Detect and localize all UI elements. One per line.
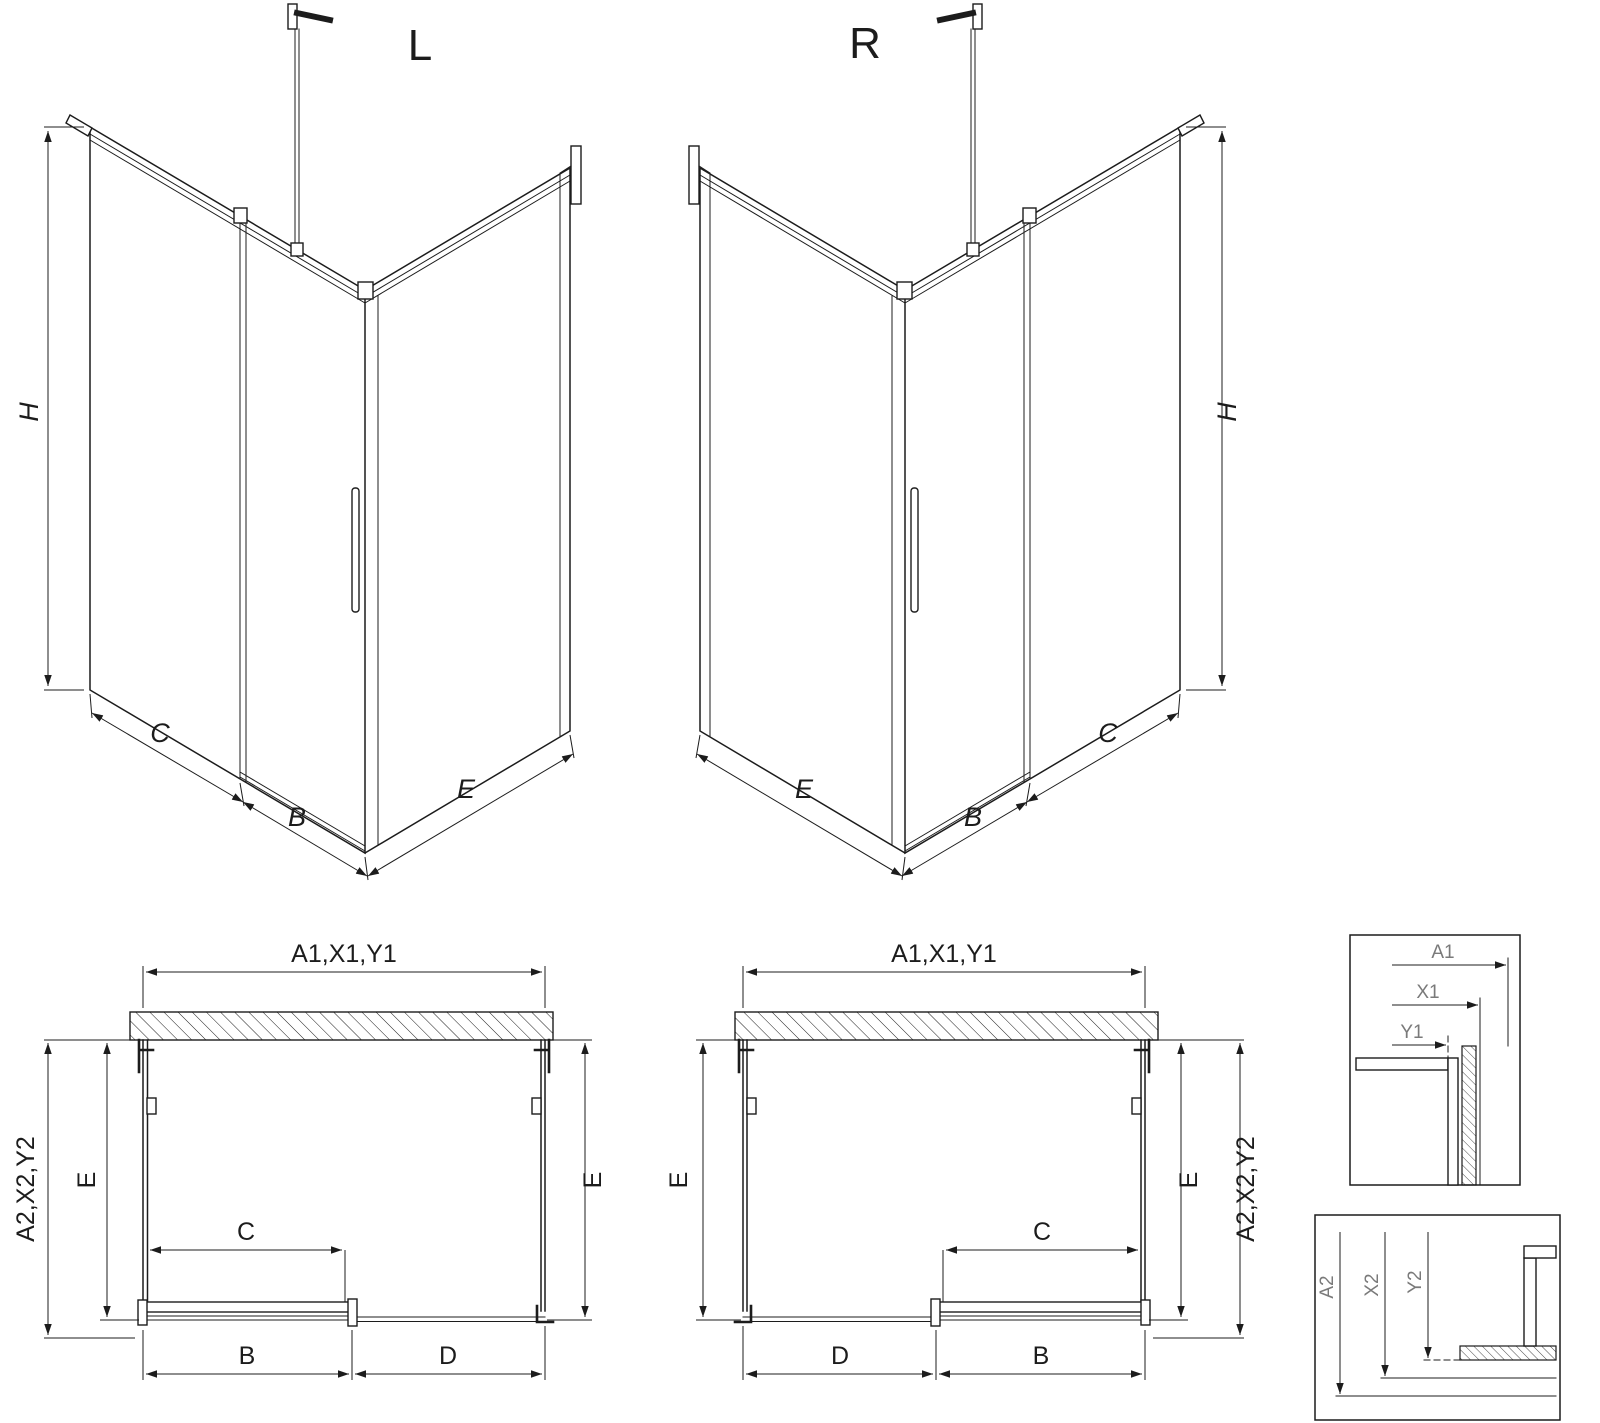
dim-label-c-right: C — [1098, 718, 1118, 748]
detail-view-top: A1 X1 Y1 — [1349, 934, 1521, 1186]
detail-label-y1: Y1 — [1400, 1022, 1423, 1043]
dimensions-iso-left: H C B E L — [14, 21, 575, 881]
variant-label-r: R — [849, 19, 881, 68]
wall-fixing — [146, 1097, 157, 1115]
wall-fixing — [1131, 1097, 1142, 1115]
dim-label-a2x2y2-right: A2,X2,Y2 — [1232, 1136, 1260, 1242]
dim-label-a1x1y1-left: A1,X1,Y1 — [291, 940, 397, 968]
detail-label-x1: X1 — [1416, 982, 1439, 1003]
rod-clamp — [290, 242, 304, 257]
corner-connector — [896, 281, 913, 300]
door-handle — [351, 487, 360, 613]
dim-label-d-plan: D — [831, 1342, 849, 1370]
wall-profile-top-right — [570, 145, 582, 205]
wall-profile-top-left — [688, 145, 700, 205]
wall-fixing — [746, 1097, 757, 1115]
wall-bracket-top-right — [1177, 114, 1205, 137]
variant-label-l: L — [408, 21, 432, 70]
wall-profile-arm — [1355, 1057, 1449, 1071]
detail-label-y2: Y2 — [1405, 1270, 1426, 1293]
door-roller-bracket — [233, 207, 248, 224]
wall-bracket-top-left — [65, 114, 93, 137]
dim-label-b-left: B — [288, 802, 306, 832]
dim-label-c-left: C — [150, 718, 170, 748]
dim-label-e-left: E — [457, 774, 476, 804]
plan-door-right — [733, 1298, 1151, 1327]
plan-view-left: A1,X1,Y1 A2,X2,Y2 E E C B D — [12, 940, 607, 1380]
glass-section — [1459, 1345, 1557, 1361]
plan-glass-left — [137, 1038, 551, 1312]
iso-view-right: H E B C R — [688, 3, 1242, 881]
sliding-door-right — [904, 207, 1037, 852]
dim-label-e-right-side: E — [1175, 1172, 1203, 1189]
door-roller-bracket — [1022, 207, 1037, 224]
wall-fixing — [531, 1097, 542, 1115]
wall-hatch — [129, 1011, 554, 1041]
dim-label-e-right-side: E — [579, 1172, 607, 1189]
wall-profile-upright — [1447, 1057, 1459, 1186]
detail-label-a1: A1 — [1431, 942, 1454, 963]
dim-label-b-plan: B — [1033, 1342, 1050, 1370]
wall-profile-arm — [1523, 1245, 1557, 1259]
sliding-door-left — [233, 207, 366, 852]
dim-label-c-plan: C — [237, 1218, 255, 1246]
plan-view-right: A1,X1,Y1 A2,X2,Y2 E E C D B — [665, 940, 1260, 1380]
door-panel-plan — [142, 1301, 353, 1313]
dimensions-iso-right: H E B C R — [695, 19, 1242, 881]
iso-view-left: H C B E L — [14, 3, 582, 881]
plan-door-left — [137, 1298, 555, 1327]
detail-label-a2: A2 — [1317, 1275, 1338, 1298]
door-panel-plan — [935, 1301, 1146, 1313]
detail-label-x2: X2 — [1362, 1273, 1383, 1296]
dim-label-a2x2y2-left: A2,X2,Y2 — [12, 1136, 40, 1242]
dim-label-h-right: H — [1212, 402, 1242, 422]
corner-connector — [357, 281, 374, 300]
panel-connector — [347, 1298, 358, 1327]
detail-frame — [1314, 1214, 1561, 1421]
dim-label-b-plan: B — [239, 1342, 256, 1370]
dim-label-b-right: B — [964, 802, 982, 832]
dim-label-a1x1y1-right: A1,X1,Y1 — [891, 940, 997, 968]
ceiling-bracket — [287, 3, 298, 30]
support-hardware-left — [65, 3, 582, 300]
plan-glass-right — [737, 1038, 1151, 1312]
ceiling-bracket — [972, 3, 983, 30]
dim-label-d-plan: D — [439, 1342, 457, 1370]
detail-frame — [1349, 934, 1521, 1186]
dim-label-e-left-side: E — [665, 1172, 693, 1189]
dimensions-plan-left: A1,X1,Y1 A2,X2,Y2 E E C B D — [12, 940, 607, 1380]
rod-clamp — [966, 242, 980, 257]
dim-label-c-plan: C — [1033, 1218, 1051, 1246]
dimensions-plan-right: A1,X1,Y1 A2,X2,Y2 E E C D B — [665, 940, 1260, 1380]
dim-label-e-right: E — [795, 774, 814, 804]
dim-label-h-left: H — [14, 402, 44, 422]
detail-view-bottom: A2 X2 Y2 — [1314, 1214, 1561, 1421]
dim-label-e-left-side: E — [73, 1172, 101, 1189]
glass-section — [1461, 1045, 1477, 1186]
panel-connector — [930, 1298, 941, 1327]
door-end-cap — [137, 1299, 148, 1326]
support-hardware-right — [688, 3, 1205, 300]
door-handle — [910, 487, 919, 613]
wall-hatch — [734, 1011, 1159, 1041]
door-end-cap — [1140, 1299, 1151, 1326]
wall-profile-upright — [1523, 1257, 1537, 1347]
